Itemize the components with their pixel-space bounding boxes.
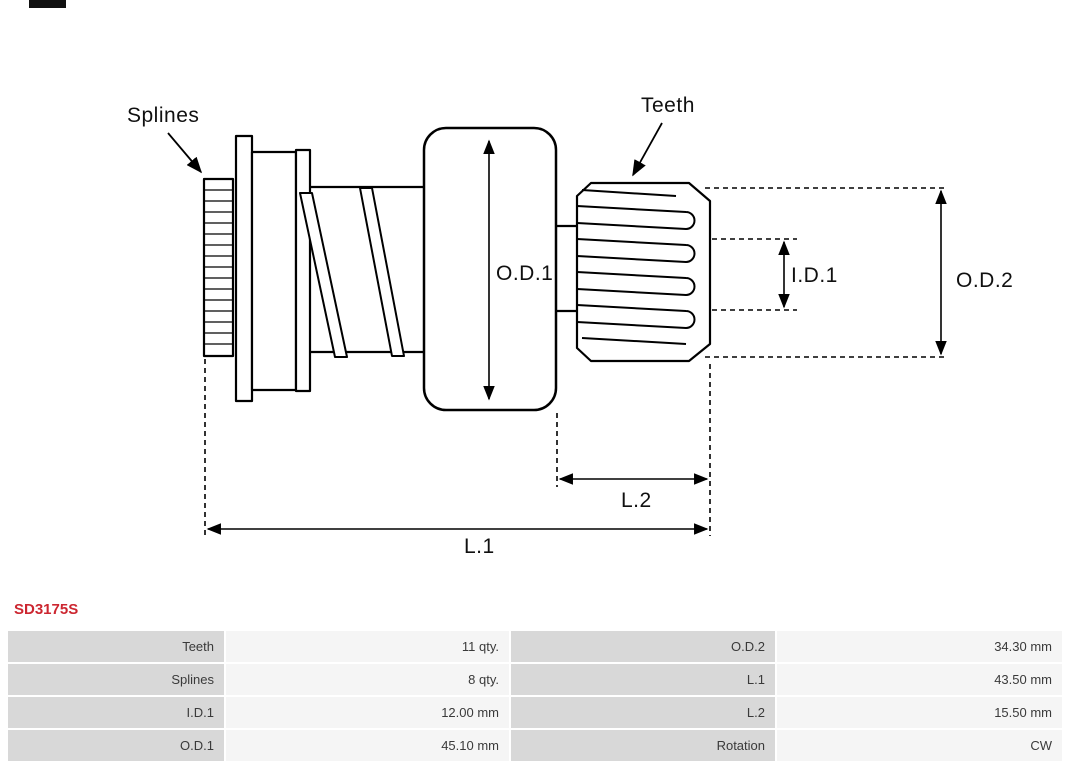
teeth-leader-arrow	[632, 122, 663, 177]
dimension-lines	[167, 122, 948, 536]
spring-and-shaft	[299, 185, 424, 358]
spring-coil	[359, 187, 405, 357]
l1-label: L.1	[464, 535, 495, 558]
od2-extension-lines	[705, 187, 948, 358]
spec-label: L.1	[511, 664, 775, 695]
spec-table: Teeth 11 qty. O.D.2 34.30 mm Splines 8 q…	[8, 631, 1062, 761]
spec-label: I.D.1	[8, 697, 224, 728]
spec-value: 34.30 mm	[777, 631, 1062, 662]
logo-fragment	[29, 0, 66, 8]
spring-coil	[299, 192, 348, 358]
l2-extension-lines	[204, 359, 711, 536]
id1-label: I.D.1	[791, 264, 838, 287]
spec-label: L.2	[511, 697, 775, 728]
splines-leader-arrow	[167, 132, 203, 174]
l2-label: L.2	[621, 489, 652, 512]
part-number: SD3175S	[14, 601, 79, 618]
splined-shaft	[202, 177, 235, 358]
spec-value: 8 qty.	[226, 664, 509, 695]
part-drawing	[202, 126, 712, 412]
spec-value: 45.10 mm	[226, 730, 509, 761]
spec-label: Splines	[8, 664, 224, 695]
spec-value: 11 qty.	[226, 631, 509, 662]
spec-label: O.D.2	[511, 631, 775, 662]
spec-label: Teeth	[8, 631, 224, 662]
od2-label: O.D.2	[956, 269, 1013, 292]
spec-value: 12.00 mm	[226, 697, 509, 728]
splines-label: Splines	[127, 104, 199, 127]
spec-value: 43.50 mm	[777, 664, 1062, 695]
step-shaft	[556, 224, 577, 313]
spec-value: 15.50 mm	[777, 697, 1062, 728]
starter-drive-diagram: Splines Teeth O.D.1 I.D.1 O.D.2 L.2 L.1	[127, 94, 1013, 558]
flange-assembly	[234, 134, 312, 403]
teeth-label: Teeth	[641, 94, 695, 117]
spec-label: O.D.1	[8, 730, 224, 761]
pinion-gear	[575, 181, 712, 363]
diagram-labels: Splines Teeth O.D.1 I.D.1 O.D.2 L.2 L.1	[127, 94, 1013, 558]
od1-label: O.D.1	[496, 262, 553, 285]
spec-label: Rotation	[511, 730, 775, 761]
spec-value: CW	[777, 730, 1062, 761]
